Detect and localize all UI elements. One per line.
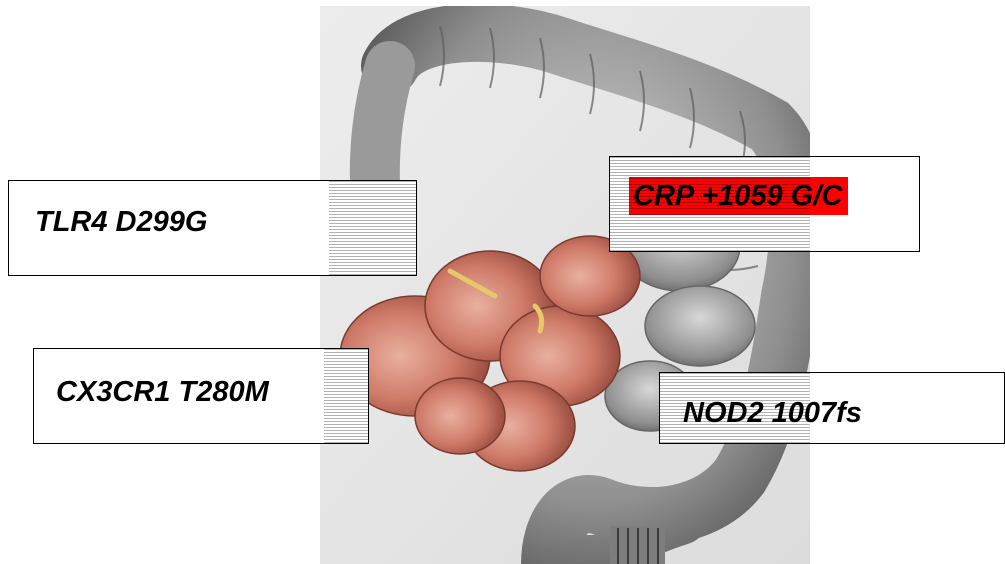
label-box-cx3cr1: CX3CR1 T280M — [33, 348, 369, 444]
intestine-illustration — [320, 6, 810, 564]
label-tlr4: TLR4 D299G — [35, 208, 207, 237]
label-cx3cr1: CX3CR1 T280M — [56, 378, 269, 407]
hatch-overlay — [324, 349, 368, 443]
label-box-nod2: NOD2 1007fs — [659, 372, 1005, 444]
hatch-overlay — [610, 157, 810, 251]
label-box-tlr4: TLR4 D299G — [8, 180, 417, 276]
hatch-overlay — [329, 181, 416, 275]
hatch-overlay — [660, 373, 810, 443]
label-box-crp: CRP +1059 G/C — [609, 156, 920, 252]
